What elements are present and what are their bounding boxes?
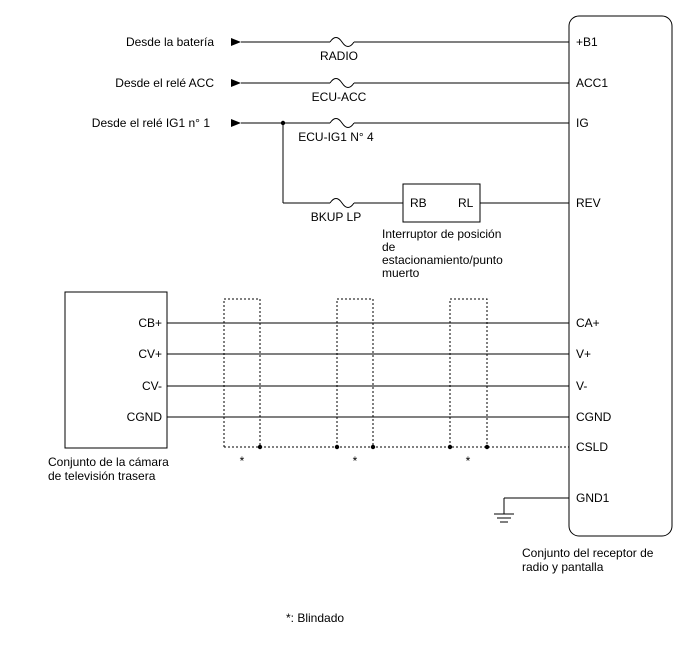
switch-caption-line2: de: [382, 240, 396, 254]
receiver-pin-gnd1: GND1: [576, 491, 610, 505]
receiver-pin-b1: +B1: [576, 35, 598, 49]
switch-pin-rb: RB: [410, 196, 427, 210]
receiver-pin-ig: IG: [576, 116, 589, 130]
fuse-ecu-ig1-label: ECU-IG1 N° 4: [298, 130, 374, 144]
fuse-ecu-acc-icon: [329, 78, 355, 88]
shield-1: [223, 298, 261, 447]
fuse-bkup-lp-icon: [329, 198, 355, 208]
arrow-acc-icon: [231, 79, 241, 87]
receiver-pin-ca-plus: CA+: [576, 316, 600, 330]
receiver-caption-line2: radio y pantalla: [522, 560, 604, 574]
shield-junctions: [257, 444, 490, 450]
camera-pin-cv-plus: CV+: [138, 347, 162, 361]
fuse-radio-label: RADIO: [320, 49, 358, 63]
source-acc-label: Desde el relé ACC: [115, 76, 214, 90]
park-neutral-switch-box: [402, 183, 481, 223]
receiver-pin-v-plus: V+: [576, 347, 591, 361]
receiver-pin-rev: REV: [576, 196, 601, 210]
fuse-ecu-ig1-icon: [329, 118, 355, 128]
receiver-pin-acc1: ACC1: [576, 76, 608, 90]
source-battery-label: Desde la batería: [126, 35, 214, 49]
switch-pin-rl: RL: [458, 196, 474, 210]
shield-marker-1: *: [240, 454, 245, 468]
arrow-ig1-icon: [231, 119, 241, 127]
switch-caption-line4: muerto: [382, 266, 420, 280]
receiver-pin-v-minus: V-: [576, 379, 587, 393]
shield-marker-2: *: [353, 454, 358, 468]
shield-legend: *: Blindado: [286, 611, 344, 625]
receiver-caption-line1: Conjunto del receptor de: [522, 546, 654, 560]
wire-rev: [282, 123, 569, 208]
arrow-battery-icon: [231, 38, 241, 46]
source-ig1-label: Desde el relé IG1 n° 1: [92, 116, 211, 130]
ground-icon: [494, 497, 569, 523]
fuse-radio-icon: [329, 37, 355, 47]
camera-pin-cb-plus: CB+: [138, 316, 162, 330]
wire-b1: [241, 37, 569, 47]
shield-marker-3: *: [466, 454, 471, 468]
camera-caption-line2: de televisión trasera: [48, 469, 156, 483]
shield-3: [449, 298, 488, 447]
camera-pin-cv-minus: CV-: [142, 379, 162, 393]
shield-2: [336, 298, 374, 447]
wire-acc1: [241, 78, 569, 88]
camera-pin-cgnd: CGND: [127, 410, 163, 424]
camera-box: [64, 291, 168, 449]
receiver-pin-csld: CSLD: [576, 440, 608, 454]
camera-caption-line1: Conjunto de la cámara: [48, 455, 169, 469]
switch-caption-line1: Interruptor de posición: [382, 227, 501, 241]
receiver-pin-cgnd: CGND: [576, 410, 612, 424]
switch-caption-line3: estacionamiento/punto: [382, 253, 503, 267]
wire-ig: [241, 118, 569, 128]
fuse-ecu-acc-label: ECU-ACC: [312, 90, 367, 104]
receiver-box: [568, 15, 673, 537]
fuse-bkup-lp-label: BKUP LP: [311, 210, 361, 224]
